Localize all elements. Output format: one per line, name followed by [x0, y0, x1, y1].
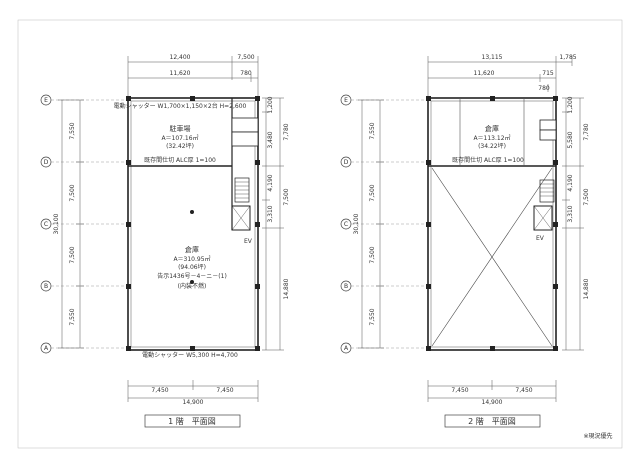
- p1-shutter-bottom: 電動シャッター W5,300 H=4,700: [142, 351, 238, 359]
- p1-elevator: [231, 205, 251, 231]
- p1-left-dim-total: 30,100: [53, 213, 60, 234]
- p1-room-lower-name: 倉庫: [185, 245, 199, 254]
- p2-left-dim-3: 7,500: [369, 246, 376, 263]
- p1-top-dim-4: 780: [240, 70, 252, 77]
- p1-shutter-top: 電動シャッター W1,700×1,150×2台 H=2,600: [114, 102, 247, 110]
- p2-right-dim-5: 7,500: [583, 188, 590, 205]
- p1-left-dim-4: 7,550: [69, 308, 76, 325]
- p1-right-dim-7: 14,880: [283, 278, 290, 299]
- p1-room-lower-tsubo: (94.06坪): [178, 263, 206, 271]
- p2-right-dim-1: 1,200: [567, 96, 574, 113]
- plan-1-floor: E D C B A 7,550 7,500 30,100 7,500: [40, 54, 290, 428]
- p1-left-dim-2: 7,500: [69, 184, 76, 201]
- p2-right-dim-6: 3,310: [567, 205, 574, 222]
- p2-right-dim-3: 7,780: [583, 123, 590, 140]
- p1-room-lower-note2: (内装不燃): [178, 282, 207, 290]
- p1-right-dim-6: 3,310: [267, 205, 274, 222]
- p1-right-dim-5: 7,500: [283, 188, 290, 205]
- p2-right-dim-4: 4,190: [567, 174, 574, 191]
- p2-left-dim-total: 30,100: [353, 213, 360, 234]
- grid-label-d: D: [44, 159, 49, 166]
- footnote: ※現況優先: [583, 432, 612, 440]
- p1-room-upper-name: 駐車場: [170, 124, 191, 133]
- p1-partition: 既存間仕切 ALC厚 1=100: [144, 156, 216, 164]
- p1-room-upper-area: A＝107.16㎡: [161, 134, 198, 142]
- p1-right-dim-1: 1,200: [267, 96, 274, 113]
- p1-room-lower-area: A＝310.95㎡: [173, 255, 210, 263]
- p2-top-dim-2: 1,785: [559, 54, 576, 61]
- p2-top-dim-4: 715: [542, 70, 554, 77]
- p2-grid-label-e: E: [344, 97, 348, 104]
- p1-ev-label: EV: [244, 238, 253, 245]
- grid-label-a: A: [44, 345, 49, 352]
- p2-room-tsubo: (34.22坪): [478, 142, 506, 150]
- p2-elevator: [533, 205, 553, 231]
- grid-label-e: E: [44, 97, 48, 104]
- p1-left-dim-1: 7,550: [69, 122, 76, 139]
- p1-right-dim-4: 4,190: [267, 174, 274, 191]
- p1-right-dim-3: 7,780: [283, 123, 290, 140]
- p2-bottom-dim-total: 14,900: [482, 399, 503, 406]
- p2-left-dim-1: 7,550: [369, 122, 376, 139]
- p2-bottom-dim-1: 7,450: [451, 387, 468, 394]
- p2-right-dim-2: 5,580: [567, 131, 574, 148]
- p2-grid-label-b: B: [344, 283, 348, 290]
- p2-top-dim-3: 11,620: [474, 70, 495, 77]
- p2-void: [431, 167, 553, 347]
- p1-top-dim-3: 11,620: [170, 70, 191, 77]
- plan2-title: 2 階 平面図: [468, 416, 516, 426]
- plan1-title: 1 階 平面図: [168, 416, 216, 426]
- plan-2-floor: E D C B A 7,550 7,500 30,100 7,500 7,550: [340, 54, 590, 428]
- p1-top-dim-2: 7,500: [237, 54, 254, 61]
- p2-left-dim-4: 7,550: [369, 308, 376, 325]
- p1-room-upper-tsubo: (32.42坪): [166, 142, 194, 150]
- p2-left-dim-2: 7,500: [369, 184, 376, 201]
- grid-label-b: B: [44, 283, 48, 290]
- p2-top-dim-1: 13,115: [482, 54, 503, 61]
- p2-stair: [539, 179, 555, 203]
- p1-bottom-dim-2: 7,450: [216, 387, 233, 394]
- p2-right-dim-7: 14,880: [583, 278, 590, 299]
- p1-left-dim-3: 7,500: [69, 246, 76, 263]
- p1-top-dim-1: 12,400: [170, 54, 191, 61]
- p1-bottom-dim-total: 14,900: [183, 399, 204, 406]
- p1-right-dim-2: 3,480: [267, 131, 274, 148]
- p2-room-area: A＝113.12㎡: [473, 134, 510, 142]
- p1-bottom-dim-1: 7,450: [151, 387, 168, 394]
- p2-grid-label-a: A: [344, 345, 349, 352]
- p2-grid-label-c: C: [344, 221, 348, 228]
- p1-room-lower-note1: 告示1436号－4－ニ－(1): [157, 272, 227, 280]
- p2-grid-label-d: D: [344, 159, 349, 166]
- p2-top-dim-5: 780: [538, 85, 550, 92]
- p2-partition: 既存間仕切 ALC厚 1=100: [452, 156, 524, 164]
- p2-ev-label: EV: [536, 235, 545, 242]
- plan1-grid-bubbles: E D C B A: [40, 94, 52, 354]
- p2-room-name: 倉庫: [485, 124, 499, 133]
- grid-label-c: C: [44, 221, 48, 228]
- p2-bottom-dim-2: 7,450: [515, 387, 532, 394]
